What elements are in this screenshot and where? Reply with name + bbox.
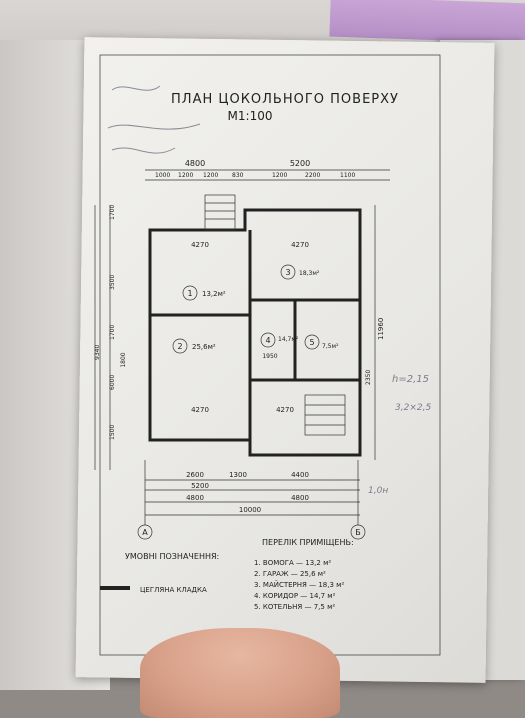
legend-item: ЦЕГЛЯНА КЛАДКА — [140, 586, 207, 594]
axis-label: Б — [355, 528, 361, 537]
room-number: 4 — [265, 336, 270, 345]
pencil-note: 1,0н — [368, 486, 388, 496]
room-number: 5 — [309, 338, 314, 347]
legend-title: УМОВНІ ПОЗНАЧЕННЯ: — [125, 552, 219, 561]
dim-left: 9340 — [94, 345, 101, 360]
rooms-title: ПЕРЕЛІК ПРИМІЩЕНЬ: — [262, 538, 354, 547]
dim-top: 5200 — [290, 159, 310, 168]
room-area: 13,2м² — [202, 290, 226, 298]
entrance-stair — [204, 194, 236, 231]
dim-top-sub: 1100 — [340, 172, 355, 179]
dim-inner: 1950 — [262, 353, 277, 360]
plan-title: ПЛАН ЦОКОЛЬНОГО ПОВЕРХУ — [171, 92, 399, 107]
room-area: 14,7м² — [278, 336, 299, 343]
dim-left: 3500 — [109, 275, 116, 290]
dim-inner: 4270 — [276, 406, 294, 414]
dim-bottom: 4800 — [291, 494, 309, 502]
dim-left: 1700 — [109, 325, 116, 340]
room-marker — [182, 285, 198, 301]
pencil-scribble — [107, 123, 201, 130]
room-area: 25,6м² — [192, 343, 216, 351]
room-list-item: 5. КОТЕЛЬНЯ — 7,5 м² — [254, 603, 335, 611]
dim-inner: 1800 — [120, 352, 127, 367]
axis-label: А — [142, 528, 148, 537]
dim-top-sub: 1200 — [272, 172, 287, 179]
floor-plan-drawing: ПЛАН ЦОКОЛЬНОГО ПОВЕРХУ M1:100 4800 5200… — [94, 54, 441, 656]
axis-marker — [350, 524, 366, 540]
pencil-note: 3,2×2,5 — [395, 403, 431, 413]
outer-wall — [148, 208, 362, 457]
pencil-scribble — [111, 85, 161, 91]
dim-top-sub: 830 — [232, 172, 244, 179]
room-area: 18,3м² — [299, 270, 320, 277]
dim-top: 4800 — [185, 159, 205, 168]
dim-left: 1700 — [109, 205, 116, 220]
room-list-item: 4. КОРИДОР — 14,7 м² — [254, 592, 336, 600]
room-marker — [172, 338, 188, 354]
dim-inner: 4270 — [191, 406, 209, 414]
room-number: 2 — [177, 342, 182, 351]
axis-marker — [137, 524, 153, 540]
room-list-item: 3. МАЙСТЕРНЯ — 18,3 м² — [254, 580, 344, 589]
dim-inner: 4270 — [291, 241, 309, 249]
pencil-scribble — [111, 147, 176, 154]
dim-top-sub: 1200 — [178, 172, 193, 179]
dim-left: 6000 — [109, 375, 116, 390]
dim-bottom: 4400 — [291, 471, 309, 479]
room-number: 3 — [285, 268, 290, 277]
dim-bottom: 4800 — [186, 494, 204, 502]
room-area: 7,5м² — [322, 343, 339, 350]
dim-top-sub: 2200 — [305, 172, 320, 179]
dim-bottom: 1300 — [229, 471, 247, 479]
dim-right: 11960 — [377, 318, 385, 340]
legend-swatch-brick — [100, 586, 130, 590]
dim-top-sub: 1000 — [155, 172, 170, 179]
dim-bottom: 5200 — [191, 482, 209, 490]
dim-right: 2350 — [365, 370, 372, 385]
dim-left: 1500 — [109, 425, 116, 440]
room-marker — [304, 334, 320, 350]
room-list-item: 1. ВОМОГА — 13,2 м² — [254, 559, 331, 567]
room-marker — [260, 332, 276, 348]
dim-inner: 4270 — [191, 241, 209, 249]
plan-scale: M1:100 — [228, 109, 273, 123]
pencil-note: h=2,15 — [392, 374, 429, 385]
dim-bottom: 2600 — [186, 471, 204, 479]
room-list-item: 2. ГАРАЖ — 25,6 м² — [254, 570, 326, 578]
hand — [140, 628, 340, 718]
room-number: 1 — [187, 289, 192, 298]
room-marker — [280, 264, 296, 280]
dim-top-sub: 1200 — [203, 172, 218, 179]
dim-bottom: 10000 — [239, 506, 261, 514]
